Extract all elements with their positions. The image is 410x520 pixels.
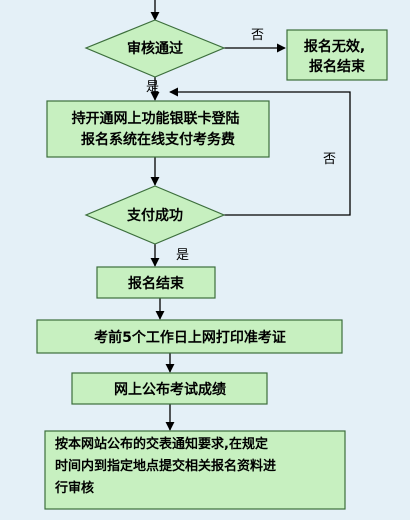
process-pay-online-shape: [46, 100, 270, 158]
nodes: [36, 19, 388, 510]
process-submit-docs-line-2: 时间内到指定地点提交相关报名资料进: [55, 458, 276, 474]
process-reg-end-shape: [96, 266, 216, 299]
process-scores: 网上公布考试成绩: [114, 381, 226, 398]
process-invalid-shape: [286, 29, 388, 81]
decision-pay-success: 支付成功: [126, 207, 183, 224]
process-submit-docs-line-3: 行审核: [54, 480, 94, 496]
process-submit-docs-line-1: 按本网站公布的交表通知要求,在规定: [55, 436, 268, 452]
edge-labels: 否 是 否 是: [146, 28, 336, 263]
process-print-ticket-shape: [36, 319, 343, 354]
process-scores-text: 网上公布考试成绩: [114, 381, 226, 398]
process-pay-online-line-2: 报名系统在线支付考务费: [81, 131, 235, 148]
process-invalid-line-2: 报名结束: [309, 58, 366, 75]
decision-review: 审核通过: [127, 40, 183, 57]
process-scores-shape: [71, 372, 268, 405]
label-pay-no: 否: [323, 152, 336, 167]
process-reg-end-text: 报名结束: [128, 275, 185, 292]
process-pay-online: 持开通网上功能银联卡登陆 报名系统在线支付考务费: [72, 110, 245, 148]
decision-review-text: 审核通过: [127, 40, 183, 57]
process-print-ticket-text: 考前5个工作日上网打印准考证: [94, 329, 286, 346]
decision-review-shape: [84, 19, 226, 78]
node-labels: 审核通过 报名无效, 报名结束 持开通网上功能银联卡登陆 报名系统在线支付考务费…: [54, 38, 370, 496]
label-review-yes: 是: [146, 80, 159, 95]
decision-pay-success-shape: [84, 185, 226, 245]
process-reg-end: 报名结束: [128, 275, 185, 292]
process-submit-docs: 按本网站公布的交表通知要求,在规定 时间内到指定地点提交相关报名资料进 行审核: [54, 436, 281, 496]
process-invalid: 报名无效, 报名结束: [304, 38, 370, 75]
process-pay-online-line-1: 持开通网上功能银联卡登陆: [72, 110, 240, 127]
process-invalid-line-1: 报名无效,: [304, 38, 365, 55]
process-print-ticket: 考前5个工作日上网打印准考证: [94, 329, 286, 346]
process-submit-docs-shape: [44, 430, 346, 510]
decision-pay-success-text: 支付成功: [126, 207, 183, 224]
edge-check-retry: [169, 87, 351, 216]
edges: [150, 0, 351, 431]
label-pay-yes: 是: [176, 248, 189, 263]
label-review-no: 否: [251, 28, 264, 43]
